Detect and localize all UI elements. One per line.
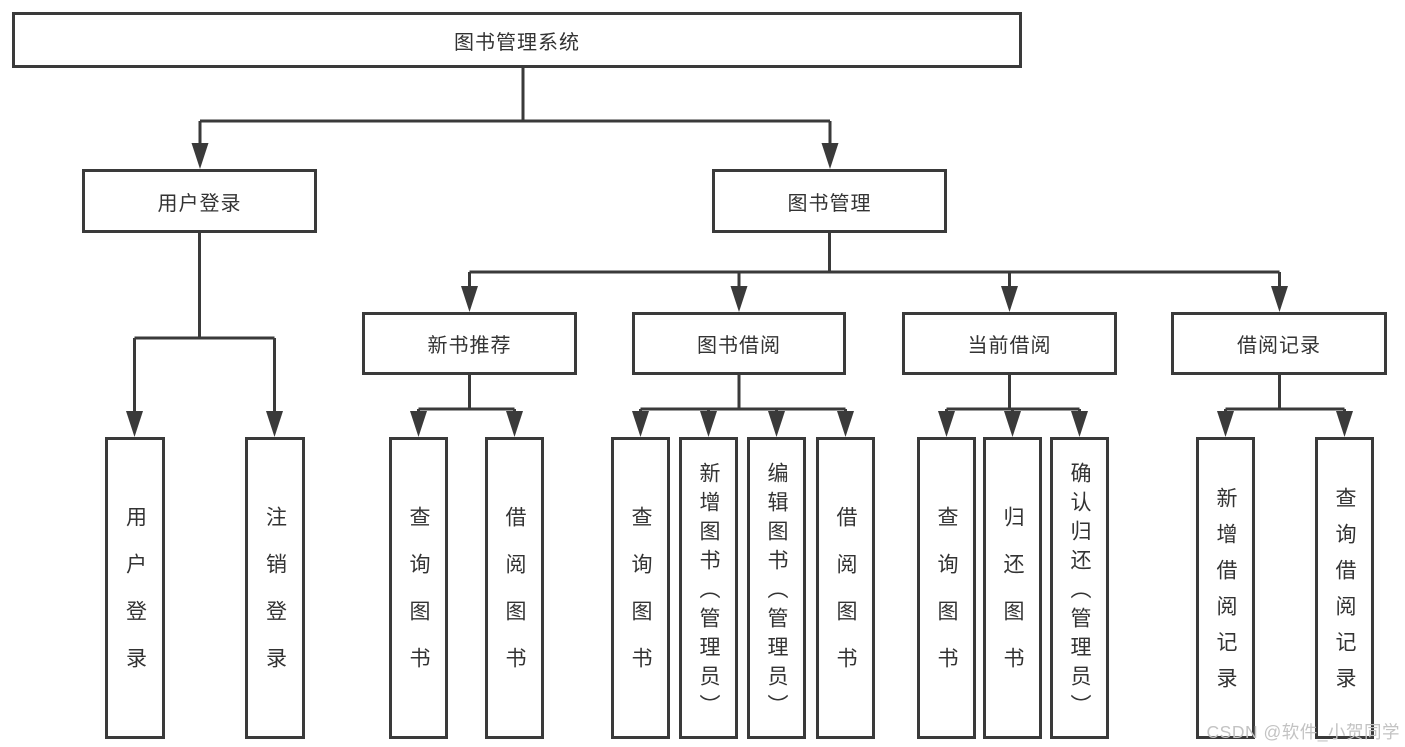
node-label: 图书借阅 <box>697 335 781 357</box>
arrowhead-down-icon <box>837 411 854 437</box>
node-label: 新增图书（管理员） <box>697 461 720 723</box>
node-label: 编辑图书（管理员） <box>765 461 788 723</box>
node-leaf-search-book-borrow: 查询图书 <box>611 437 670 739</box>
node-label: 用户登录 <box>157 192 242 215</box>
node-label: 借阅图书 <box>503 506 526 694</box>
node-system-root: 图书管理系统 <box>12 12 1022 68</box>
arrowhead-down-icon <box>126 411 143 437</box>
arrowhead-down-icon <box>1271 286 1288 312</box>
node-leaf-user-login: 用户登录 <box>105 437 165 739</box>
arrowhead-down-icon <box>768 411 785 437</box>
arrowhead-down-icon <box>506 411 523 437</box>
node-leaf-logout: 注销登录 <box>245 437 305 739</box>
node-label: 新书推荐 <box>427 335 512 357</box>
arrowhead-down-icon <box>1217 411 1234 437</box>
arrowhead-down-icon <box>461 286 478 312</box>
arrowhead-down-icon <box>1004 411 1021 437</box>
node-label: 用户登录 <box>123 506 147 694</box>
node-borrow-records: 借阅记录 <box>1171 312 1387 375</box>
node-label: 确认归还（管理员） <box>1068 461 1091 723</box>
node-label: 查询图书 <box>935 506 958 694</box>
arrowhead-down-icon <box>700 411 717 437</box>
node-label: 归还图书 <box>1001 506 1024 694</box>
node-label: 图书管理 <box>787 192 872 215</box>
node-current-borrow: 当前借阅 <box>902 312 1117 375</box>
node-label: 查询图书 <box>407 506 430 694</box>
arrowhead-down-icon <box>821 143 839 169</box>
node-label: 借阅图书 <box>834 506 857 694</box>
arrowhead-down-icon <box>1071 411 1088 437</box>
arrowhead-down-icon <box>191 143 209 169</box>
node-leaf-borrow-book-recommend: 借阅图书 <box>485 437 544 739</box>
node-leaf-search-borrow-record: 查询借阅记录 <box>1315 437 1374 739</box>
arrowhead-down-icon <box>938 411 955 437</box>
arrowhead-down-icon <box>730 286 748 312</box>
csdn-watermark: CSDN @软件_小贺同学 <box>1206 722 1400 742</box>
arrowhead-down-icon <box>410 411 427 437</box>
node-leaf-return-book: 归还图书 <box>983 437 1042 739</box>
node-label: 图书管理系统 <box>454 31 580 54</box>
node-leaf-search-book-current: 查询图书 <box>917 437 976 739</box>
arrowhead-down-icon <box>632 411 649 437</box>
node-label: 新增借阅记录 <box>1214 487 1237 703</box>
node-book-borrow: 图书借阅 <box>632 312 846 375</box>
node-label: 查询借阅记录 <box>1333 487 1356 703</box>
node-user-login: 用户登录 <box>82 169 317 233</box>
node-leaf-search-book-recommend: 查询图书 <box>389 437 448 739</box>
node-leaf-borrow-book: 借阅图书 <box>816 437 875 739</box>
node-leaf-add-book-admin: 新增图书（管理员） <box>679 437 738 739</box>
arrowhead-down-icon <box>1336 411 1353 437</box>
node-book-management: 图书管理 <box>712 169 947 233</box>
node-label: 注销登录 <box>263 506 287 694</box>
node-new-book-recommend: 新书推荐 <box>362 312 577 375</box>
node-label: 当前借阅 <box>967 335 1052 357</box>
node-leaf-confirm-return-admin: 确认归还（管理员） <box>1050 437 1109 739</box>
node-leaf-add-borrow-record: 新增借阅记录 <box>1196 437 1255 739</box>
node-label: 借阅记录 <box>1237 335 1321 357</box>
node-label: 查询图书 <box>629 506 652 694</box>
node-leaf-edit-book-admin: 编辑图书（管理员） <box>747 437 806 739</box>
arrowhead-down-icon <box>1001 286 1018 312</box>
arrowhead-down-icon <box>266 411 283 437</box>
